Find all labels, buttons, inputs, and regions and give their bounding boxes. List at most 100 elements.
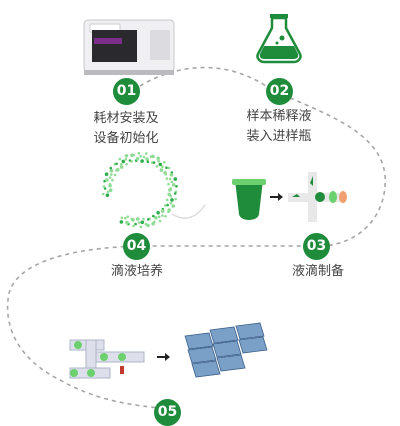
bead bbox=[161, 165, 164, 169]
bead bbox=[145, 157, 149, 161]
bead bbox=[165, 177, 169, 180]
bead bbox=[170, 198, 174, 202]
step-04-badge: 04 bbox=[123, 233, 150, 260]
bead bbox=[170, 180, 174, 184]
chip bbox=[184, 332, 214, 350]
bead bbox=[111, 178, 114, 182]
bead bbox=[169, 195, 173, 198]
bead bbox=[169, 201, 173, 205]
bead bbox=[134, 222, 137, 226]
bead bbox=[157, 159, 160, 163]
bead bbox=[151, 154, 155, 159]
ring-tail bbox=[171, 204, 206, 219]
bead bbox=[135, 217, 140, 221]
bead bbox=[121, 159, 126, 164]
bead bbox=[125, 162, 128, 166]
bead bbox=[113, 173, 117, 177]
bead bbox=[164, 215, 167, 218]
bead bbox=[163, 204, 167, 207]
chip-stack bbox=[184, 322, 268, 378]
step-02-badge: 02 bbox=[266, 78, 293, 105]
bead bbox=[144, 222, 148, 226]
bead bbox=[105, 178, 109, 182]
step-04-line1: 滴液培养 bbox=[110, 264, 163, 279]
bead bbox=[167, 166, 171, 170]
bead bbox=[137, 151, 141, 155]
step-03-line1: 液滴制备 bbox=[291, 264, 344, 279]
bead bbox=[158, 219, 162, 223]
bead bbox=[108, 176, 112, 179]
bead bbox=[146, 218, 150, 221]
bead bbox=[160, 209, 165, 213]
bead bbox=[103, 187, 107, 190]
bead bbox=[167, 210, 170, 213]
bead bbox=[146, 160, 150, 163]
bead bbox=[142, 155, 146, 159]
bead bbox=[156, 210, 160, 215]
bead bbox=[124, 157, 128, 161]
bead bbox=[146, 223, 150, 228]
bead bbox=[155, 165, 159, 168]
bead bbox=[130, 160, 134, 163]
bead bbox=[173, 192, 177, 195]
bead bbox=[159, 168, 164, 172]
bead bbox=[154, 216, 158, 220]
bead bbox=[142, 217, 145, 221]
chip bbox=[209, 326, 239, 344]
bead bbox=[116, 167, 120, 172]
bead bbox=[165, 166, 168, 169]
bead bbox=[167, 182, 170, 186]
bead bbox=[120, 216, 124, 220]
bead bbox=[101, 192, 105, 196]
bead bbox=[106, 190, 110, 194]
bead bbox=[175, 185, 178, 188]
bead bbox=[161, 214, 164, 217]
step-02-line2: 装入进样瓶 bbox=[246, 129, 312, 144]
bead bbox=[126, 215, 130, 218]
chip bbox=[238, 336, 268, 354]
bead bbox=[140, 220, 145, 225]
bead bbox=[169, 173, 174, 177]
bead bbox=[145, 152, 148, 155]
bead bbox=[119, 220, 124, 224]
bead bbox=[137, 221, 141, 224]
step-01-label: 耗材安装及 设备初始化 bbox=[76, 109, 176, 149]
step-03-badge: 03 bbox=[303, 233, 330, 260]
bead bbox=[120, 163, 123, 166]
bead bbox=[105, 193, 110, 197]
bead bbox=[125, 220, 129, 225]
bead bbox=[151, 222, 155, 226]
bead bbox=[102, 185, 106, 188]
bead bbox=[109, 169, 114, 173]
chip-sorting-icon bbox=[69, 322, 268, 379]
bead bbox=[157, 215, 161, 219]
bead bbox=[132, 224, 135, 228]
bead bbox=[139, 155, 142, 158]
bead bbox=[104, 172, 109, 176]
chip bbox=[235, 322, 265, 340]
droplet-generator-icon bbox=[232, 172, 347, 222]
bead bbox=[166, 203, 169, 207]
bead bbox=[168, 188, 172, 192]
step-01-line2: 设备初始化 bbox=[93, 131, 159, 146]
bead bbox=[165, 198, 169, 202]
step-05-badge: 05 bbox=[154, 399, 181, 426]
step-02-label: 样本稀释液 装入进样瓶 bbox=[229, 107, 329, 147]
step-01-badge: 01 bbox=[113, 78, 140, 105]
bead bbox=[140, 159, 144, 163]
bead bbox=[115, 162, 118, 166]
bead bbox=[132, 153, 135, 157]
workflow-path bbox=[6, 66, 386, 409]
step-04-label: 滴液培养 bbox=[87, 262, 187, 282]
chip bbox=[212, 340, 242, 358]
instrument-image bbox=[83, 19, 175, 75]
step-01-line1: 耗材安装及 bbox=[93, 111, 159, 126]
bead bbox=[124, 216, 127, 220]
step-03-label: 液滴制备 bbox=[268, 262, 368, 282]
bead bbox=[119, 165, 124, 169]
bead bbox=[118, 157, 122, 161]
bead bbox=[109, 166, 113, 170]
flask-icon bbox=[256, 14, 302, 64]
bead bbox=[164, 172, 168, 176]
